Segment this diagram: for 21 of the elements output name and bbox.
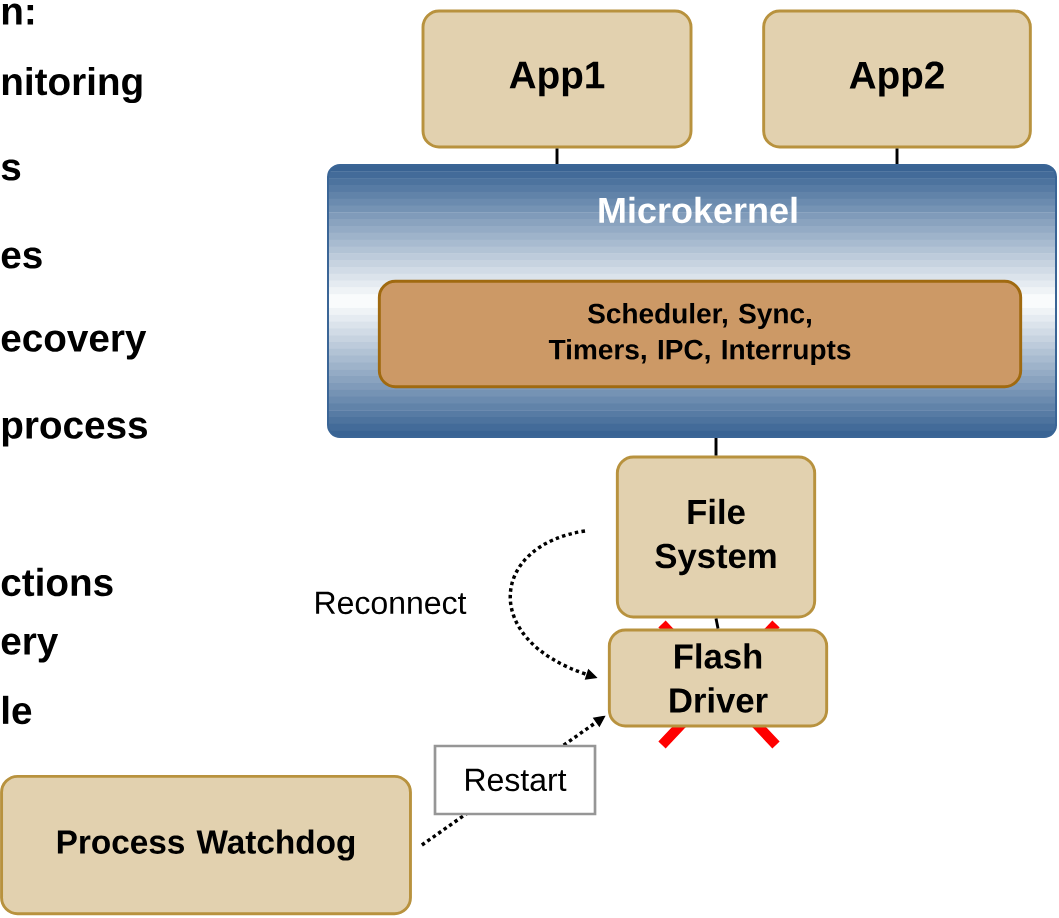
app-box: App2 bbox=[762, 9, 1032, 149]
connector-line bbox=[714, 438, 718, 456]
app-box: App1 bbox=[421, 9, 693, 149]
bullet-text: ctions bbox=[1, 567, 113, 597]
bullet-text: nitoring bbox=[2, 66, 142, 104]
bullet-text: ery bbox=[1, 633, 59, 663]
connector-line bbox=[714, 618, 720, 629]
edge-label: Reconnect bbox=[309, 587, 471, 619]
file-system-box: File System bbox=[615, 455, 817, 619]
bullet-text: n: bbox=[2, 3, 34, 25]
bullet-text: process bbox=[2, 417, 147, 447]
bullet-text: es bbox=[1, 247, 42, 269]
bullet-text: s bbox=[1, 159, 21, 181]
flash-driver-box: Flash Driver bbox=[607, 628, 829, 728]
bullet-text: le bbox=[2, 695, 32, 725]
edge-label: Restart bbox=[433, 744, 597, 816]
bullet-text: ecovery bbox=[1, 330, 147, 360]
watchdog-box: Process Watchdog bbox=[0, 774, 412, 916]
kernel-services-box: Scheduler, Sync, Timers, IPC, Interrupts bbox=[377, 279, 1023, 389]
connector-line bbox=[555, 148, 559, 164]
connector-line bbox=[895, 148, 899, 164]
